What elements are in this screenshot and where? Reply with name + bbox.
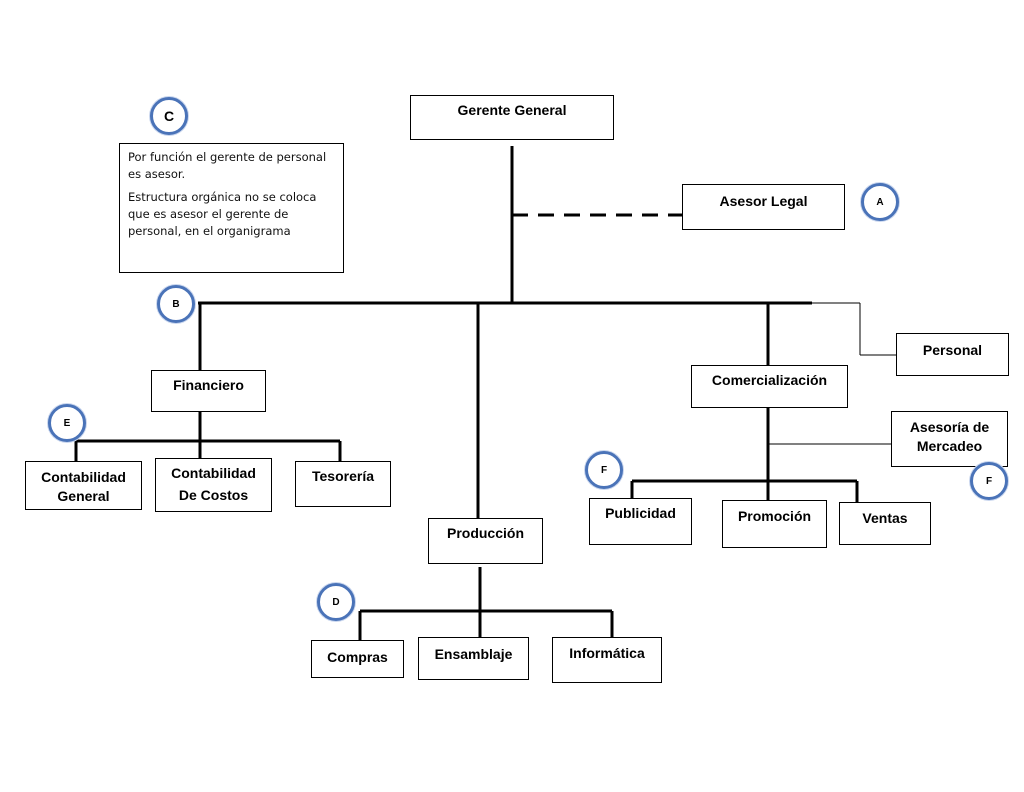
marker-a: A xyxy=(861,183,899,221)
marker-f-left-label: F xyxy=(600,464,608,476)
asesoria-mercadeo-label-line2: Mercadeo xyxy=(916,438,983,454)
promocion-box: Promoción xyxy=(722,500,827,548)
financiero-box: Financiero xyxy=(151,370,266,412)
contabilidad-general-label-line1: Contabilidad xyxy=(41,469,126,485)
marker-f-left: F xyxy=(585,451,623,489)
publicidad-box: Publicidad xyxy=(589,498,692,545)
gerente-general-label: Gerente General xyxy=(457,102,567,118)
tesoreria-box: Tesorería xyxy=(295,461,391,507)
promocion-label: Promoción xyxy=(737,508,812,524)
financiero-label: Financiero xyxy=(173,377,244,393)
contabilidad-costos-label-line2: De Costos xyxy=(178,487,249,503)
gerente-general-box: Gerente General xyxy=(410,95,614,140)
compras-box: Compras xyxy=(311,640,404,678)
contabilidad-costos-box: Contabilidad De Costos xyxy=(155,458,272,512)
comercializacion-label: Comercialización xyxy=(711,372,828,388)
produccion-box: Producción xyxy=(428,518,543,564)
marker-c: C xyxy=(150,97,188,135)
contabilidad-general-box: Contabilidad General xyxy=(25,461,142,510)
marker-f-right: F xyxy=(970,462,1008,500)
informatica-label: Informática xyxy=(569,645,645,661)
contabilidad-costos-label-line1: Contabilidad xyxy=(171,465,256,481)
ventas-box: Ventas xyxy=(839,502,931,545)
publicidad-label: Publicidad xyxy=(605,505,676,521)
informatica-box: Informática xyxy=(552,637,662,683)
marker-c-label: C xyxy=(163,108,175,124)
marker-e: E xyxy=(48,404,86,442)
note-box: Por función el gerente de personal es as… xyxy=(119,143,344,273)
asesor-legal-box: Asesor Legal xyxy=(682,184,845,230)
asesoria-mercadeo-box: Asesoría de Mercadeo xyxy=(891,411,1008,467)
marker-a-label: A xyxy=(876,196,884,208)
marker-b-label: B xyxy=(172,298,180,310)
marker-d-label: D xyxy=(332,596,340,608)
ventas-label: Ventas xyxy=(862,510,908,526)
ensamblaje-label: Ensamblaje xyxy=(434,646,513,662)
produccion-label: Producción xyxy=(446,525,524,541)
contabilidad-general-label-line2: General xyxy=(57,488,110,504)
tesoreria-label: Tesorería xyxy=(312,468,374,484)
note-line1: Por función el gerente de personal es as… xyxy=(128,150,327,181)
comercializacion-box: Comercialización xyxy=(691,365,848,408)
personal-box: Personal xyxy=(896,333,1009,376)
personal-label: Personal xyxy=(922,342,983,358)
ensamblaje-box: Ensamblaje xyxy=(418,637,529,680)
marker-d: D xyxy=(317,583,355,621)
compras-label: Compras xyxy=(327,649,388,665)
marker-e-label: E xyxy=(63,417,71,429)
asesor-legal-label: Asesor Legal xyxy=(719,193,808,209)
asesoria-mercadeo-label-line1: Asesoría de xyxy=(909,419,990,435)
marker-b: B xyxy=(157,285,195,323)
marker-f-right-label: F xyxy=(985,475,993,487)
note-line2: Estructura orgánica no se coloca que es … xyxy=(128,190,317,238)
